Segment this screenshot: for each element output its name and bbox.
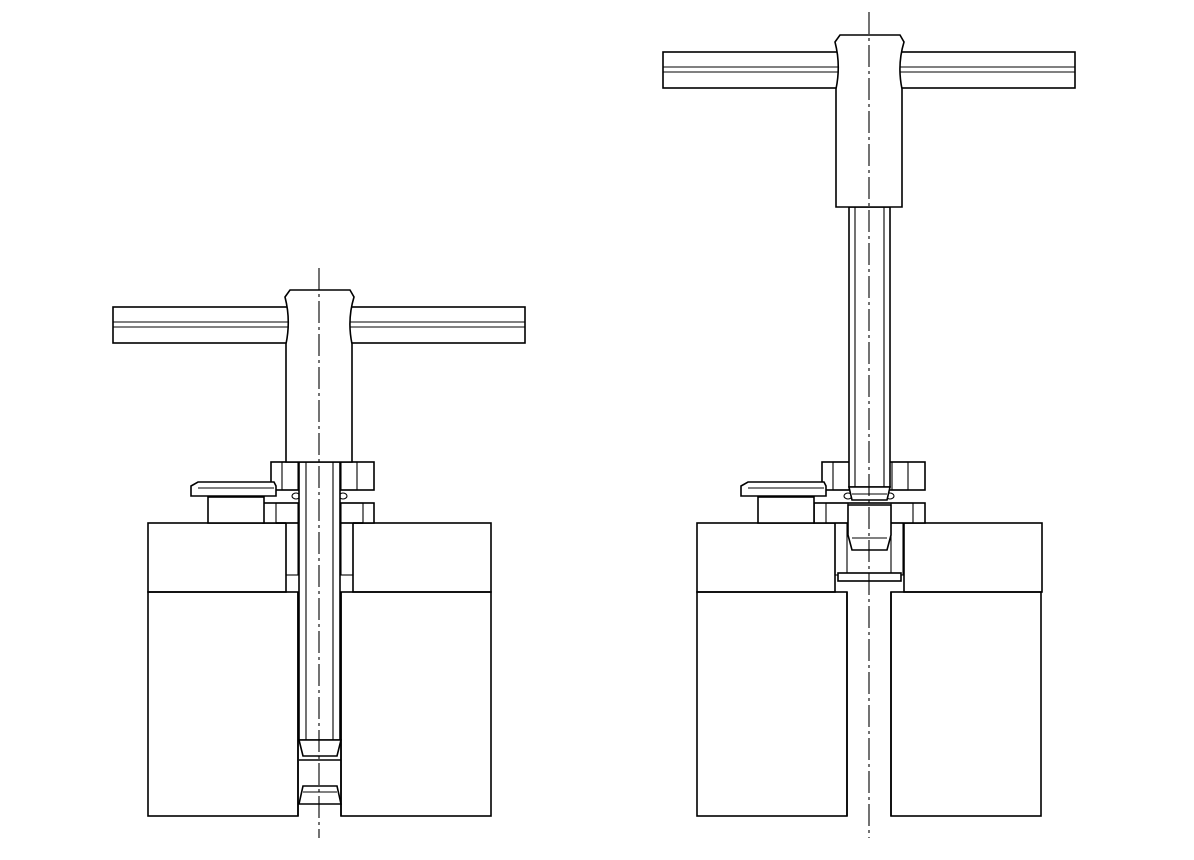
right-view	[662, 12, 1076, 838]
left-shaft	[297, 461, 343, 805]
left-view	[112, 268, 526, 838]
left-clamp-knob	[190, 481, 277, 524]
right-clamp-knob	[740, 481, 827, 524]
